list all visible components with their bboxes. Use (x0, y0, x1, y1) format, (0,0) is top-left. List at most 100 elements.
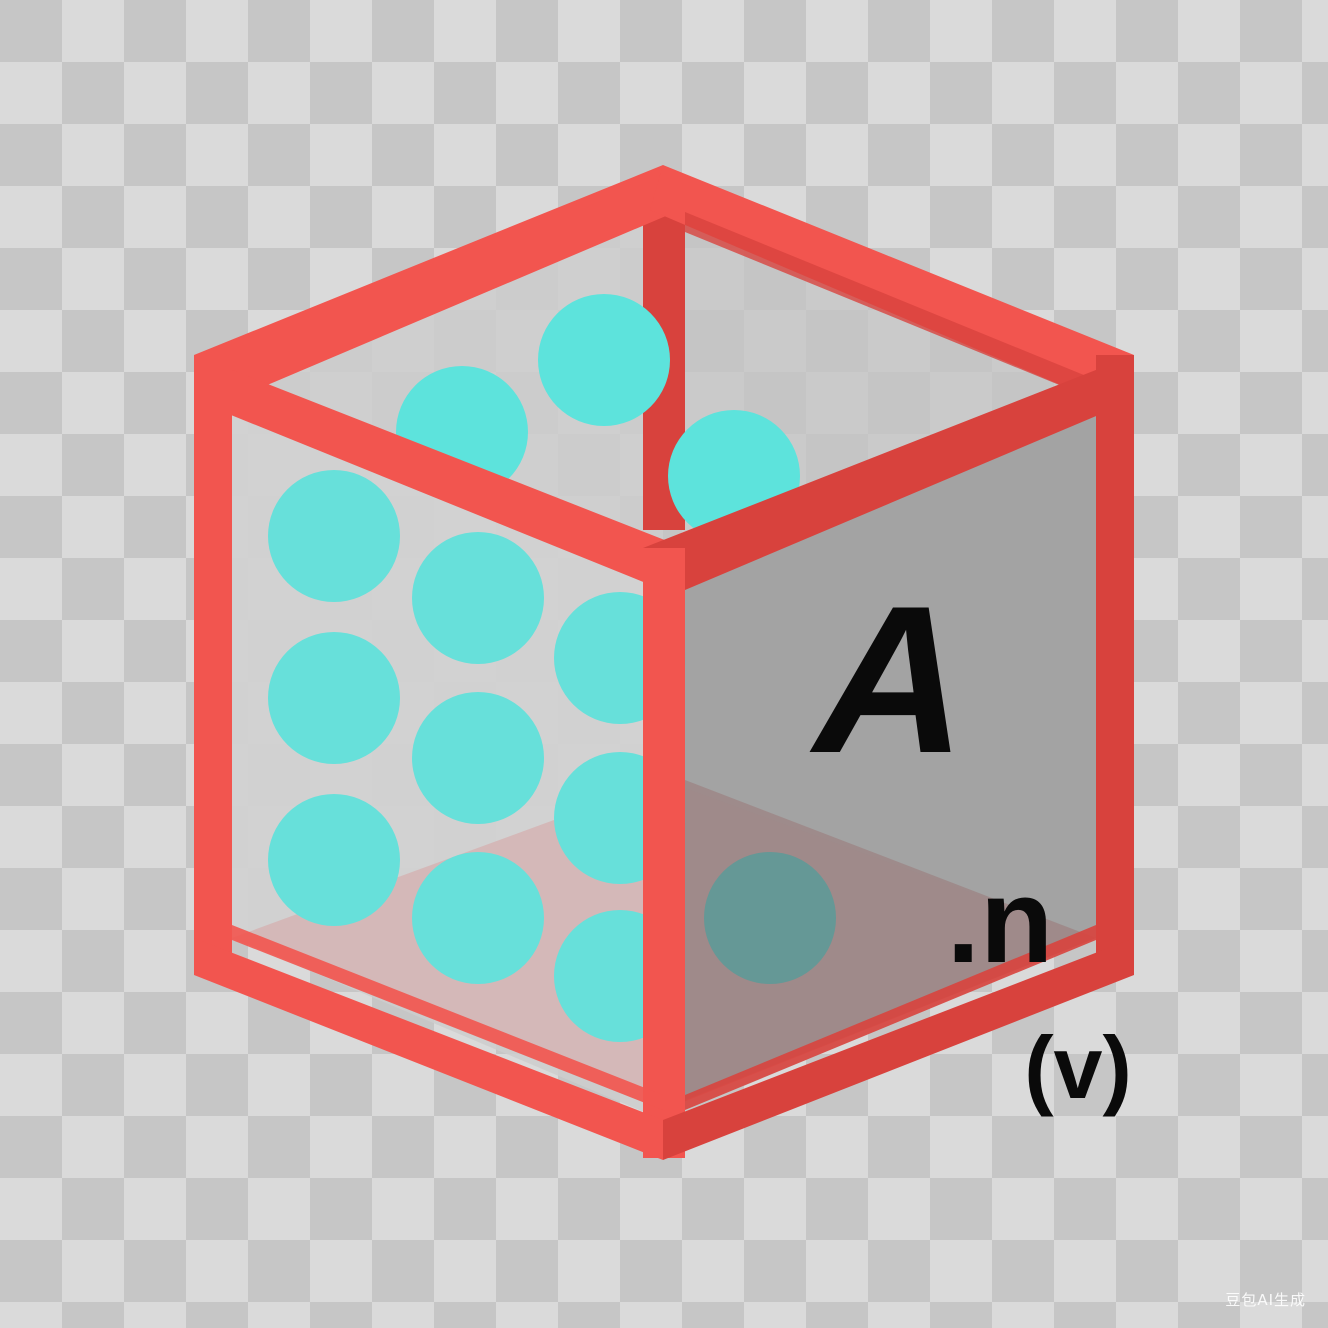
watermark-text: 豆包AI生成 (1225, 1291, 1306, 1309)
checker-tile (372, 124, 434, 186)
checker-tile (1302, 1178, 1328, 1240)
bottom-front-left-edge (194, 938, 663, 1160)
checker-tile (186, 1054, 248, 1116)
checker-tile (62, 1178, 124, 1240)
checker-tile (1240, 372, 1302, 434)
checker-tile (806, 1178, 868, 1240)
checker-tile (62, 806, 124, 868)
checker-tile (310, 186, 372, 248)
checker-tile (930, 1178, 992, 1240)
checker-tile (1116, 0, 1178, 62)
checker-tile (682, 1302, 744, 1328)
checker-tile (434, 62, 496, 124)
checker-tile (1302, 62, 1328, 124)
checker-tile (930, 186, 992, 248)
right-vertical-edge (1096, 355, 1134, 975)
checker-tile (0, 992, 62, 1054)
checker-tile (1178, 310, 1240, 372)
checker-tile (0, 248, 62, 310)
checker-tile (1178, 682, 1240, 744)
checker-tile (62, 1054, 124, 1116)
sphere-icon (538, 294, 670, 426)
checker-tile (186, 1178, 248, 1240)
checker-tile (124, 1116, 186, 1178)
checker-tile (496, 1240, 558, 1302)
checker-tile (310, 62, 372, 124)
checker-tile (186, 62, 248, 124)
checker-tile (372, 1116, 434, 1178)
checker-tile (1178, 186, 1240, 248)
sphere-icon (268, 794, 400, 926)
checker-tile (434, 1178, 496, 1240)
top-back-right-rim (650, 165, 1134, 400)
checker-tile (992, 1116, 1054, 1178)
checker-tile (1054, 62, 1116, 124)
checker-tile (0, 1240, 62, 1302)
checker-tile (434, 1302, 496, 1328)
checker-tile (1116, 1240, 1178, 1302)
checker-tile (1178, 1178, 1240, 1240)
checker-tile (1302, 558, 1328, 620)
checker-tile (1054, 186, 1116, 248)
checker-tile (1054, 1054, 1116, 1116)
checker-tile (744, 1116, 806, 1178)
checker-tile (620, 0, 682, 62)
sphere-icon (412, 692, 544, 824)
checker-tile (372, 1240, 434, 1302)
checker-tile (62, 186, 124, 248)
checker-tile (868, 0, 930, 62)
checker-tile (496, 124, 558, 186)
checker-tile (0, 496, 62, 558)
sphere-icon (268, 632, 400, 764)
bottom-inner-right-edge (685, 925, 1096, 1110)
checker-tile (1240, 992, 1302, 1054)
checker-tile (558, 1302, 620, 1328)
checker-tile (806, 1302, 868, 1328)
checker-tile (248, 1116, 310, 1178)
checker-tile (868, 124, 930, 186)
checker-tile (1240, 1240, 1302, 1302)
checker-tile (1302, 186, 1328, 248)
left-vertical-edge (194, 355, 232, 975)
checker-tile (496, 1116, 558, 1178)
corner-label: .n (947, 854, 1054, 988)
front-vertical-edge (643, 548, 685, 1158)
top-front-right-edge (643, 355, 1134, 590)
checker-tile (124, 1240, 186, 1302)
checker-tile (186, 1302, 248, 1328)
checker-tile (682, 1178, 744, 1240)
checker-tile (1178, 1054, 1240, 1116)
checker-tile (124, 868, 186, 930)
checker-tile (1054, 1178, 1116, 1240)
checker-tile (992, 124, 1054, 186)
checker-tile (496, 0, 558, 62)
checker-tile (310, 1178, 372, 1240)
checker-tile (0, 1116, 62, 1178)
bottom-inner-left-edge (232, 925, 663, 1110)
checker-tile (248, 248, 310, 310)
checker-tile (868, 1116, 930, 1178)
bottom-front-right-edge (663, 938, 1134, 1160)
checker-tile (806, 62, 868, 124)
checker-tile (186, 186, 248, 248)
checker-tile (62, 1302, 124, 1328)
checker-tile (1178, 1302, 1240, 1328)
checker-tile (0, 868, 62, 930)
checker-tile (1302, 930, 1328, 992)
checker-tile (372, 0, 434, 62)
checker-tile (558, 62, 620, 124)
checker-tile (310, 1054, 372, 1116)
top-back-left-rim (194, 165, 680, 400)
checker-tile (620, 1240, 682, 1302)
checker-tile (1116, 124, 1178, 186)
checker-tile (1240, 124, 1302, 186)
checker-tile (992, 0, 1054, 62)
checker-tile (62, 930, 124, 992)
checker-tile (0, 372, 62, 434)
sphere-behind-right-face (704, 852, 836, 984)
checker-tile (1116, 248, 1178, 310)
checker-tile (0, 744, 62, 806)
checker-tile (992, 248, 1054, 310)
checker-tile (558, 1178, 620, 1240)
